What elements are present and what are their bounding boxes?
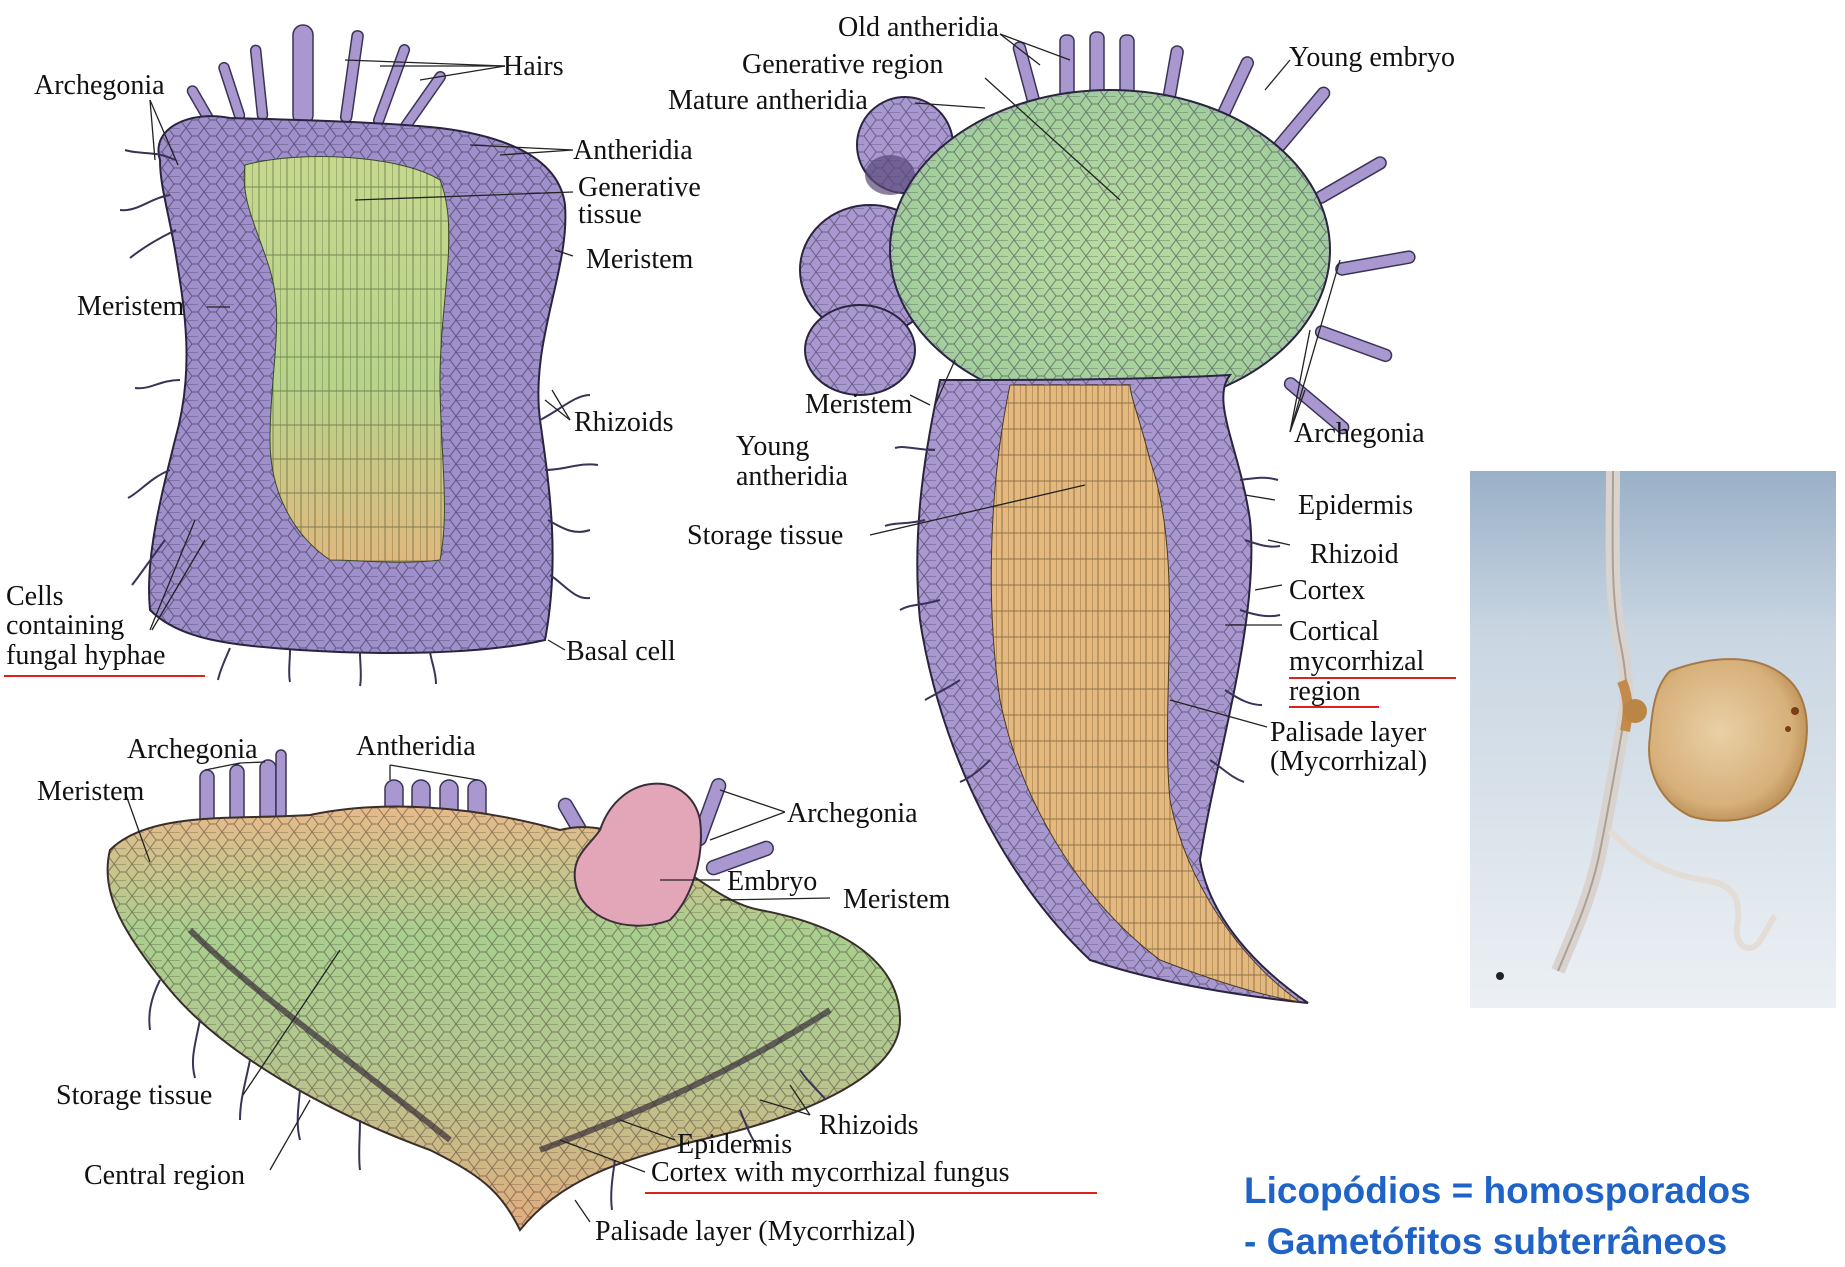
label-meristem-c-left: Meristem [37,778,144,806]
label-generative-region: Generative region [742,51,943,79]
label-antheridia-a: Antheridia [573,137,693,165]
label-basal-cell: Basal cell [566,638,676,666]
label-central-region: Central region [84,1162,245,1190]
label-rhizoids-a: Rhizoids [574,409,674,437]
label-generative-tissue: Generative tissue [578,174,748,228]
label-mature-antheridia: Mature antheridia [668,87,868,115]
underline-cortex-fungus [645,1192,1097,1194]
label-meristem-a-right: Meristem [586,246,693,274]
caption-line-1: Licopódios = homosporados [1244,1170,1751,1212]
label-palisade-layer-c: Palisade layer (Mycorrhizal) [595,1218,915,1246]
label-cortex-b: Cortex [1289,577,1365,605]
label-old-antheridia: Old antheridia [838,14,999,42]
label-storage-tissue-c: Storage tissue [56,1082,212,1110]
label-rhizoid-b: Rhizoid [1310,541,1399,569]
label-young-embryo: Young embryo [1289,44,1455,72]
gametophyte-photo [1470,471,1836,1008]
label-rhizoids-c: Rhizoids [819,1112,919,1140]
label-antheridia-c: Antheridia [356,733,476,761]
underline-fungal-hyphae [4,675,205,677]
label-hairs: Hairs [503,53,564,81]
label-archegonia-c-right: Archegonia [787,800,918,828]
underline-region [1289,706,1379,708]
label-meristem-b: Meristem [805,391,912,419]
label-meristem-c-right: Meristem [843,886,950,914]
label-storage-tissue-b: Storage tissue [687,522,843,550]
label-archegonia-b: Archegonia [1294,420,1425,448]
label-young-antheridia: Young antheridia [736,432,876,492]
label-epidermis-c: Epidermis [677,1131,792,1159]
label-archegonia-a: Archegonia [34,72,165,100]
label-epidermis-b: Epidermis [1298,492,1413,520]
label-cortical-mycorrhizal-region: Cortical mycorrhizal region [1289,617,1489,707]
label-archegonia-c-left: Archegonia [127,736,258,764]
label-cells-containing: Cells containing [6,582,176,640]
label-cortex-mycorrhizal-fungus: Cortex with mycorrhizal fungus [651,1159,1009,1187]
label-meristem-a-left: Meristem [77,293,184,321]
label-embryo: Embryo [727,868,817,896]
label-palisade-layer-b: Palisade layer (Mycorrhizal) [1270,718,1480,776]
label-fungal-hyphae: fungal hyphae [6,642,165,670]
caption-line-2: - Gametófitos subterrâneos [1244,1221,1727,1263]
underline-mycorrhizal [1289,677,1456,679]
